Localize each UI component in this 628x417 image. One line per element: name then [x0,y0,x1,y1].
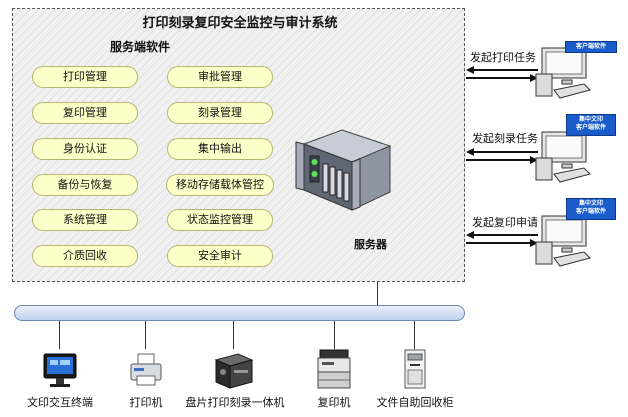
module-approval-management: 审批管理 [167,66,273,88]
bus-connector-cabinet [414,321,415,349]
server-label: 服务器 [354,238,387,251]
client-software-badge: 集中文印 客户端软件 [566,198,616,220]
bus-connector-copier [334,321,335,349]
copier-icon [317,349,351,389]
recycle-cabinet-icon [404,349,426,389]
device-label-copier: 复印机 [317,396,351,409]
network-bus [14,305,465,321]
device-label-printer: 打印机 [129,396,163,409]
client-task-burn: 发起刻录任务 [472,132,538,145]
bus-connector-terminal [59,321,60,349]
client-software-badge: 客户端软件 [565,41,617,53]
module-identity-auth: 身份认证 [32,138,138,160]
bus-connector-burner [233,321,234,349]
disc-burner-icon [214,353,254,389]
client-pc-icon [535,215,591,267]
software-title: 服务端软件 [110,40,171,54]
bidirectional-arrow-icon [466,66,538,82]
device-label-cabinet: 文件自助回收柜 [376,396,454,409]
module-system-management: 系统管理 [32,209,138,231]
module-copy-management: 复印管理 [32,102,138,124]
bidirectional-arrow-icon [466,148,538,164]
module-removable-storage-control: 移动存储载体管控 [166,174,274,196]
module-print-management: 打印管理 [32,66,138,88]
module-backup-restore: 备份与恢复 [32,174,138,196]
client-pc-icon [535,131,591,183]
server-icon [295,129,392,211]
client-task-copy: 发起复印申请 [472,216,538,229]
client-software-badge: 集中文印 客户端软件 [566,114,616,136]
module-security-audit: 安全审计 [167,245,273,267]
client-task-print: 发起打印任务 [470,51,536,64]
module-media-recycle: 介质回收 [32,245,138,267]
system-title: 打印刻录复印安全监控与审计系统 [142,16,338,31]
server-bus-connector [377,282,378,305]
module-status-monitoring: 状态监控管理 [167,209,273,231]
printer-icon [130,353,162,386]
module-centralized-output: 集中输出 [167,138,273,160]
module-burn-management: 刻录管理 [167,102,273,124]
device-label-terminal: 文印交互终端 [27,396,93,409]
bidirectional-arrow-icon [466,231,538,247]
device-label-burner: 盘片打印刻录一体机 [185,396,285,409]
client-pc-icon [535,47,591,99]
terminal-icon [43,353,77,387]
bus-connector-printer [145,321,146,349]
